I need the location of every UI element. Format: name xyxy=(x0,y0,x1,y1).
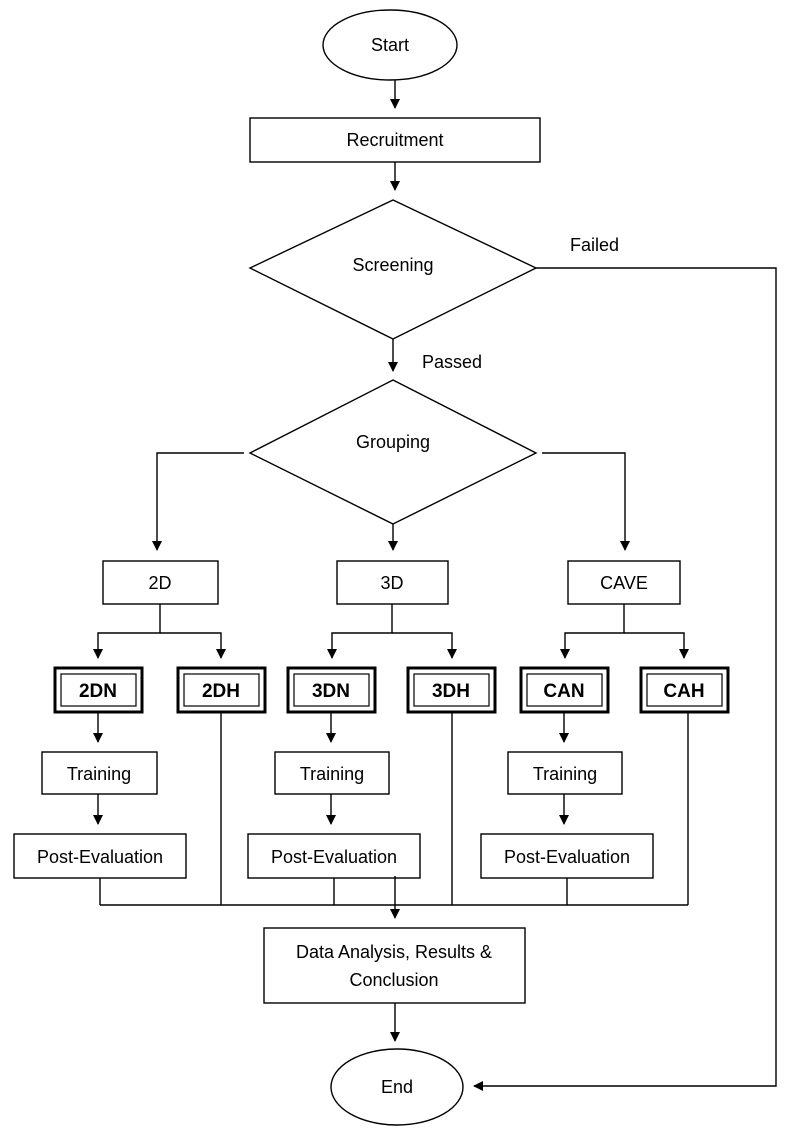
recruitment-node: Recruitment xyxy=(249,117,541,163)
subgroup-2dn-label: 2DN xyxy=(79,681,117,702)
subgroup-2dh-node: 2DH xyxy=(176,666,267,714)
failed-label: Failed xyxy=(570,235,619,255)
post-evaluation-3d-node: Post-Evaluation xyxy=(247,833,421,879)
subgroup-can-node: CAN xyxy=(519,666,610,714)
training-3d-label: Training xyxy=(300,764,364,784)
analysis-label-line2: Conclusion xyxy=(349,970,438,990)
arrow-cave-cah xyxy=(624,632,689,659)
group-cave-label: CAVE xyxy=(600,573,648,593)
post-evaluation-2d-node: Post-Evaluation xyxy=(13,833,187,879)
arrow-2d-2dh xyxy=(160,632,226,659)
failed-path xyxy=(473,267,777,1091)
analysis-label-line1: Data Analysis, Results & xyxy=(296,942,492,962)
passed-label: Passed xyxy=(422,352,482,372)
subgroup-3dh-node: 3DH xyxy=(406,666,497,714)
subgroup-cah-label: CAH xyxy=(663,681,704,702)
subgroup-2dn-node: 2DN xyxy=(53,666,144,714)
group-3d-label: 3D xyxy=(380,573,403,593)
arrow-3d-3dh xyxy=(392,632,457,659)
group-cave-node: CAVE xyxy=(567,560,681,605)
arrow-2d-2dn xyxy=(93,604,161,659)
start-label: Start xyxy=(371,35,409,55)
training-3d-node: Training xyxy=(274,751,390,795)
screening-decision: Screening xyxy=(248,199,538,340)
subgroup-cah-node: CAH xyxy=(639,666,730,714)
recruitment-label: Recruitment xyxy=(346,130,443,150)
subgroup-3dn-node: 3DN xyxy=(286,666,377,714)
training-2d-label: Training xyxy=(67,764,131,784)
post-evaluation-cave-node: Post-Evaluation xyxy=(480,833,654,879)
start-node: Start xyxy=(322,9,458,81)
group-2d-label: 2D xyxy=(148,573,171,593)
post-evaluation-cave-label: Post-Evaluation xyxy=(504,847,630,867)
post-evaluation-3d-label: Post-Evaluation xyxy=(271,847,397,867)
arrow-grouping-2d xyxy=(152,452,244,551)
screening-label: Screening xyxy=(352,255,433,275)
analysis-node: Data Analysis, Results & Conclusion xyxy=(263,927,526,1004)
group-3d-node: 3D xyxy=(336,560,449,605)
post-evaluation-2d-label: Post-Evaluation xyxy=(37,847,163,867)
group-2d-node: 2D xyxy=(102,560,219,605)
end-node: End xyxy=(330,1048,464,1126)
end-label: End xyxy=(381,1077,413,1097)
training-2d-node: Training xyxy=(41,751,158,795)
training-cave-node: Training xyxy=(507,751,623,795)
arrow-3d-3dn xyxy=(327,604,393,659)
subgroup-can-label: CAN xyxy=(543,681,584,702)
subgroup-3dh-label: 3DH xyxy=(432,681,470,702)
grouping-label: Grouping xyxy=(356,432,430,452)
subgroup-2dh-label: 2DH xyxy=(202,681,240,702)
arrow-grouping-cave xyxy=(542,452,630,551)
subgroup-3dn-label: 3DN xyxy=(312,681,350,702)
grouping-decision: Grouping xyxy=(248,379,538,525)
arrow-cave-can xyxy=(560,604,625,659)
training-cave-label: Training xyxy=(533,764,597,784)
